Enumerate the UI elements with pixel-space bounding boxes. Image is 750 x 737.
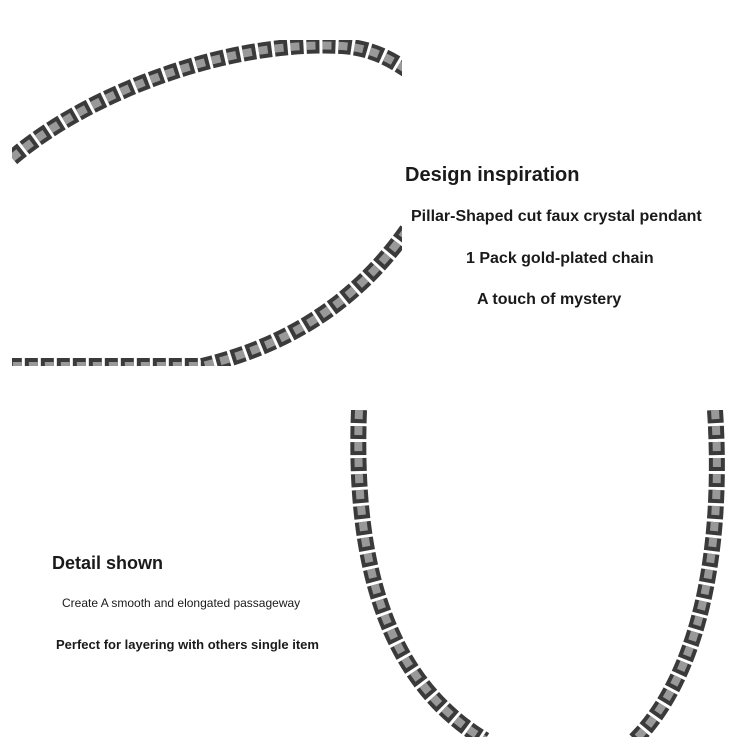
necklace-top-image	[12, 40, 402, 366]
design-line-1: Pillar-Shaped cut faux crystal pendant	[411, 208, 702, 225]
design-heading: Design inspiration	[405, 164, 580, 186]
necklace-bottom-image	[350, 410, 725, 737]
detail-line-1: Create A smooth and elongated passageway	[62, 596, 301, 610]
detail-line-2: Perfect for layering with others single …	[56, 637, 319, 652]
design-line-3: A touch of mystery	[477, 291, 622, 308]
design-line-2: 1 Pack gold-plated chain	[466, 250, 654, 267]
detail-heading: Detail shown	[52, 553, 164, 573]
